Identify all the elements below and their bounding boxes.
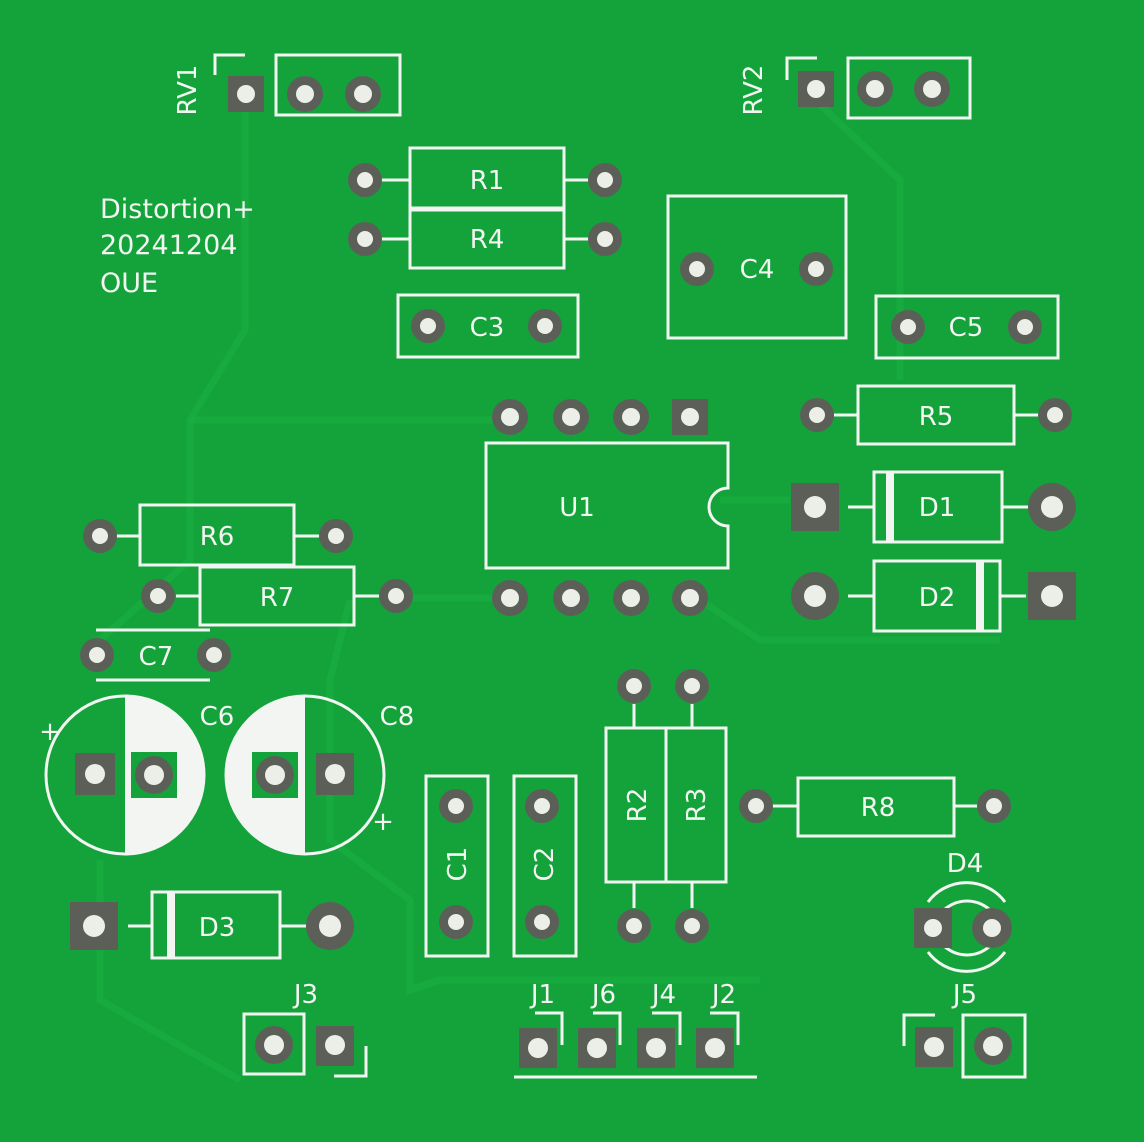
j6-label: J6 [590, 980, 616, 1010]
c7-footprint: C7 [80, 628, 231, 682]
j1-label: J1 [529, 980, 555, 1010]
c6-plus-mark: + [39, 717, 61, 747]
d4-footprint: D4 [914, 849, 1012, 973]
j2-label: J2 [710, 980, 736, 1010]
r3-footprint: R3 [664, 669, 728, 943]
r5-footprint: R5 [800, 384, 1072, 446]
note-date: 20241204 [100, 230, 237, 261]
r3-label: R3 [682, 788, 712, 823]
r4-footprint: R4 [348, 208, 622, 270]
c1-footprint: C1 [424, 774, 490, 958]
c8-label: C8 [380, 702, 415, 732]
c7-label: C7 [139, 642, 174, 672]
c8-plus-mark: + [372, 807, 394, 837]
d3-label: D3 [199, 913, 236, 943]
c3-label: C3 [470, 313, 505, 343]
c1-label: C1 [443, 847, 473, 882]
j5-label: J5 [951, 980, 977, 1010]
c3-footprint: C3 [396, 293, 580, 359]
c2-label: C2 [530, 847, 560, 882]
j5-connector: J5 [902, 980, 1027, 1079]
d1-label: D1 [919, 493, 956, 523]
c6-label: C6 [200, 702, 235, 732]
c8-footprint: + C8 [224, 694, 415, 856]
rv2-label: RV2 [739, 65, 769, 116]
c4-label: C4 [740, 255, 775, 285]
j3-connector: J3 [242, 980, 368, 1078]
board-notes: Distortion+ 20241204 OUE [100, 194, 255, 299]
r4-label: R4 [470, 225, 505, 255]
d2-label: D2 [919, 583, 956, 613]
r1-label: R1 [470, 166, 505, 196]
d3-footprint: D3 [70, 890, 354, 960]
note-project-name: Distortion+ [100, 194, 255, 225]
c6-footprint: + C6 [39, 694, 235, 856]
j3-label: J3 [292, 980, 318, 1010]
r8-footprint: R8 [739, 776, 1011, 838]
u1-footprint: U1 [484, 399, 730, 616]
c5-label: C5 [949, 313, 984, 343]
rv1-label: RV1 [173, 65, 203, 116]
r6-label: R6 [200, 522, 235, 552]
c4-footprint: C4 [666, 194, 848, 340]
r8-label: R8 [861, 793, 896, 823]
r1-footprint: R1 [348, 146, 622, 210]
rv2-footprint: RV2 [739, 56, 972, 120]
u1-label: U1 [559, 493, 595, 523]
r7-footprint: R7 [141, 565, 413, 627]
r5-label: R5 [919, 402, 954, 432]
d2-footprint: D2 [791, 559, 1076, 633]
j4-label: J4 [650, 980, 676, 1010]
d4-label: D4 [947, 849, 984, 879]
c5-footprint: C5 [874, 294, 1060, 360]
d1-footprint: D1 [791, 470, 1076, 544]
r7-label: R7 [260, 583, 295, 613]
r2-footprint: R2 [604, 669, 668, 943]
r6-footprint: R6 [83, 503, 353, 567]
note-author: OUE [100, 268, 158, 299]
j1-j6-j4-j2-connectors: J1 J6 J4 J2 [514, 980, 757, 1079]
c2-footprint: C2 [512, 774, 578, 958]
r2-label: R2 [623, 788, 653, 823]
rv1-footprint: RV1 [173, 53, 402, 117]
